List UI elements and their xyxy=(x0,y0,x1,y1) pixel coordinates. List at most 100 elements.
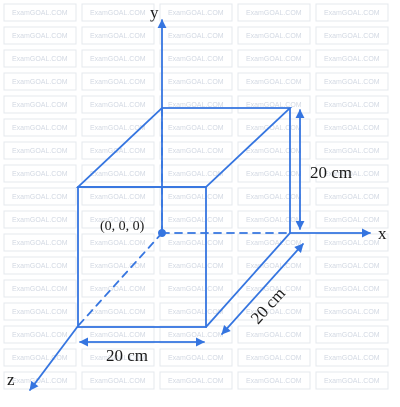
watermark-tile: ExamGOAL.COM xyxy=(81,72,155,91)
svg-text:ExamGOAL.COM: ExamGOAL.COM xyxy=(246,355,302,362)
svg-text:ExamGOAL.COM: ExamGOAL.COM xyxy=(12,10,68,17)
watermark-tile: ExamGOAL.COM xyxy=(315,141,389,160)
svg-text:ExamGOAL.COM: ExamGOAL.COM xyxy=(90,217,146,224)
svg-text:ExamGOAL.COM: ExamGOAL.COM xyxy=(12,355,68,362)
watermark-tile: ExamGOAL.COM xyxy=(237,210,311,229)
svg-text:ExamGOAL.COM: ExamGOAL.COM xyxy=(168,10,224,17)
svg-text:ExamGOAL.COM: ExamGOAL.COM xyxy=(12,148,68,155)
svg-text:ExamGOAL.COM: ExamGOAL.COM xyxy=(90,10,146,17)
watermark-tile: ExamGOAL.COM xyxy=(159,118,233,137)
svg-text:ExamGOAL.COM: ExamGOAL.COM xyxy=(12,309,68,316)
origin-point xyxy=(158,229,166,237)
watermark-tile: ExamGOAL.COM xyxy=(3,72,77,91)
svg-text:ExamGOAL.COM: ExamGOAL.COM xyxy=(324,171,380,178)
svg-text:ExamGOAL.COM: ExamGOAL.COM xyxy=(246,378,302,385)
watermark-tile: ExamGOAL.COM xyxy=(237,187,311,206)
svg-text:ExamGOAL.COM: ExamGOAL.COM xyxy=(246,56,302,63)
svg-text:ExamGOAL.COM: ExamGOAL.COM xyxy=(324,263,380,270)
watermark-tile: ExamGOAL.COM xyxy=(159,95,233,114)
watermark-tile: ExamGOAL.COM xyxy=(3,26,77,45)
svg-text:ExamGOAL.COM: ExamGOAL.COM xyxy=(12,171,68,178)
svg-text:ExamGOAL.COM: ExamGOAL.COM xyxy=(168,56,224,63)
svg-text:ExamGOAL.COM: ExamGOAL.COM xyxy=(90,102,146,109)
svg-text:ExamGOAL.COM: ExamGOAL.COM xyxy=(168,217,224,224)
svg-text:ExamGOAL.COM: ExamGOAL.COM xyxy=(12,79,68,86)
watermark-tile: ExamGOAL.COM xyxy=(159,3,233,22)
watermark-tile: ExamGOAL.COM xyxy=(159,187,233,206)
svg-text:ExamGOAL.COM: ExamGOAL.COM xyxy=(324,10,380,17)
watermark-tile: ExamGOAL.COM xyxy=(3,49,77,68)
svg-text:ExamGOAL.COM: ExamGOAL.COM xyxy=(90,263,146,270)
svg-text:ExamGOAL.COM: ExamGOAL.COM xyxy=(168,102,224,109)
watermark-tile: ExamGOAL.COM xyxy=(3,95,77,114)
watermark-tile: ExamGOAL.COM xyxy=(81,371,155,390)
watermark-tile: ExamGOAL.COM xyxy=(3,233,77,252)
svg-text:ExamGOAL.COM: ExamGOAL.COM xyxy=(12,286,68,293)
svg-text:ExamGOAL.COM: ExamGOAL.COM xyxy=(12,125,68,132)
watermark-tile: ExamGOAL.COM xyxy=(3,187,77,206)
svg-text:ExamGOAL.COM: ExamGOAL.COM xyxy=(324,217,380,224)
svg-text:ExamGOAL.COM: ExamGOAL.COM xyxy=(168,194,224,201)
watermark-tile: ExamGOAL.COM xyxy=(237,348,311,367)
svg-text:ExamGOAL.COM: ExamGOAL.COM xyxy=(246,125,302,132)
svg-text:ExamGOAL.COM: ExamGOAL.COM xyxy=(168,332,224,339)
svg-text:ExamGOAL.COM: ExamGOAL.COM xyxy=(168,378,224,385)
svg-text:ExamGOAL.COM: ExamGOAL.COM xyxy=(246,217,302,224)
svg-text:ExamGOAL.COM: ExamGOAL.COM xyxy=(168,309,224,316)
watermark-tile: ExamGOAL.COM xyxy=(159,141,233,160)
svg-text:ExamGOAL.COM: ExamGOAL.COM xyxy=(12,33,68,40)
watermark-tile: ExamGOAL.COM xyxy=(315,95,389,114)
watermark-tile: ExamGOAL.COM xyxy=(3,164,77,183)
svg-text:ExamGOAL.COM: ExamGOAL.COM xyxy=(324,240,380,247)
svg-text:ExamGOAL.COM: ExamGOAL.COM xyxy=(12,378,68,385)
svg-text:ExamGOAL.COM: ExamGOAL.COM xyxy=(12,263,68,270)
watermark-tile: ExamGOAL.COM xyxy=(315,118,389,137)
watermark-tile: ExamGOAL.COM xyxy=(81,348,155,367)
watermark-tile: ExamGOAL.COM xyxy=(3,371,77,390)
svg-text:ExamGOAL.COM: ExamGOAL.COM xyxy=(324,309,380,316)
height-label: 20 cm xyxy=(310,163,352,182)
watermark-tile: ExamGOAL.COM xyxy=(315,256,389,275)
svg-text:ExamGOAL.COM: ExamGOAL.COM xyxy=(168,33,224,40)
svg-text:ExamGOAL.COM: ExamGOAL.COM xyxy=(90,240,146,247)
watermark-tile: ExamGOAL.COM xyxy=(315,279,389,298)
y-axis-label: y xyxy=(150,3,159,22)
svg-text:ExamGOAL.COM: ExamGOAL.COM xyxy=(168,240,224,247)
watermark-tile: ExamGOAL.COM xyxy=(237,72,311,91)
watermark-tile: ExamGOAL.COM xyxy=(3,325,77,344)
watermark-tile: ExamGOAL.COM xyxy=(3,302,77,321)
svg-text:ExamGOAL.COM: ExamGOAL.COM xyxy=(324,148,380,155)
svg-text:ExamGOAL.COM: ExamGOAL.COM xyxy=(168,79,224,86)
watermark-tile: ExamGOAL.COM xyxy=(81,210,155,229)
svg-text:ExamGOAL.COM: ExamGOAL.COM xyxy=(246,332,302,339)
svg-text:ExamGOAL.COM: ExamGOAL.COM xyxy=(90,286,146,293)
svg-text:ExamGOAL.COM: ExamGOAL.COM xyxy=(246,171,302,178)
svg-text:ExamGOAL.COM: ExamGOAL.COM xyxy=(168,171,224,178)
watermark-tile: ExamGOAL.COM xyxy=(315,371,389,390)
svg-text:ExamGOAL.COM: ExamGOAL.COM xyxy=(90,378,146,385)
hidden-edge-z xyxy=(77,232,163,327)
svg-text:ExamGOAL.COM: ExamGOAL.COM xyxy=(324,286,380,293)
watermark-tile: ExamGOAL.COM xyxy=(3,256,77,275)
watermark-tile: ExamGOAL.COM xyxy=(315,233,389,252)
watermark-tile: ExamGOAL.COM xyxy=(315,26,389,45)
watermark-tile: ExamGOAL.COM xyxy=(315,72,389,91)
watermark-tile: ExamGOAL.COM xyxy=(3,210,77,229)
watermark-tile: ExamGOAL.COM xyxy=(237,118,311,137)
z-axis-label: z xyxy=(7,370,15,389)
watermark-tile: ExamGOAL.COM xyxy=(237,3,311,22)
depth-dimension-line xyxy=(221,243,304,335)
svg-text:ExamGOAL.COM: ExamGOAL.COM xyxy=(90,309,146,316)
svg-text:ExamGOAL.COM: ExamGOAL.COM xyxy=(168,263,224,270)
cube-top-face xyxy=(75,107,293,188)
watermark-tile: ExamGOAL.COM xyxy=(159,49,233,68)
svg-text:ExamGOAL.COM: ExamGOAL.COM xyxy=(324,194,380,201)
watermark-tile: ExamGOAL.COM xyxy=(3,3,77,22)
svg-text:ExamGOAL.COM: ExamGOAL.COM xyxy=(324,378,380,385)
svg-text:ExamGOAL.COM: ExamGOAL.COM xyxy=(90,125,146,132)
svg-text:ExamGOAL.COM: ExamGOAL.COM xyxy=(324,33,380,40)
watermark-tile: ExamGOAL.COM xyxy=(159,26,233,45)
svg-text:ExamGOAL.COM: ExamGOAL.COM xyxy=(246,10,302,17)
